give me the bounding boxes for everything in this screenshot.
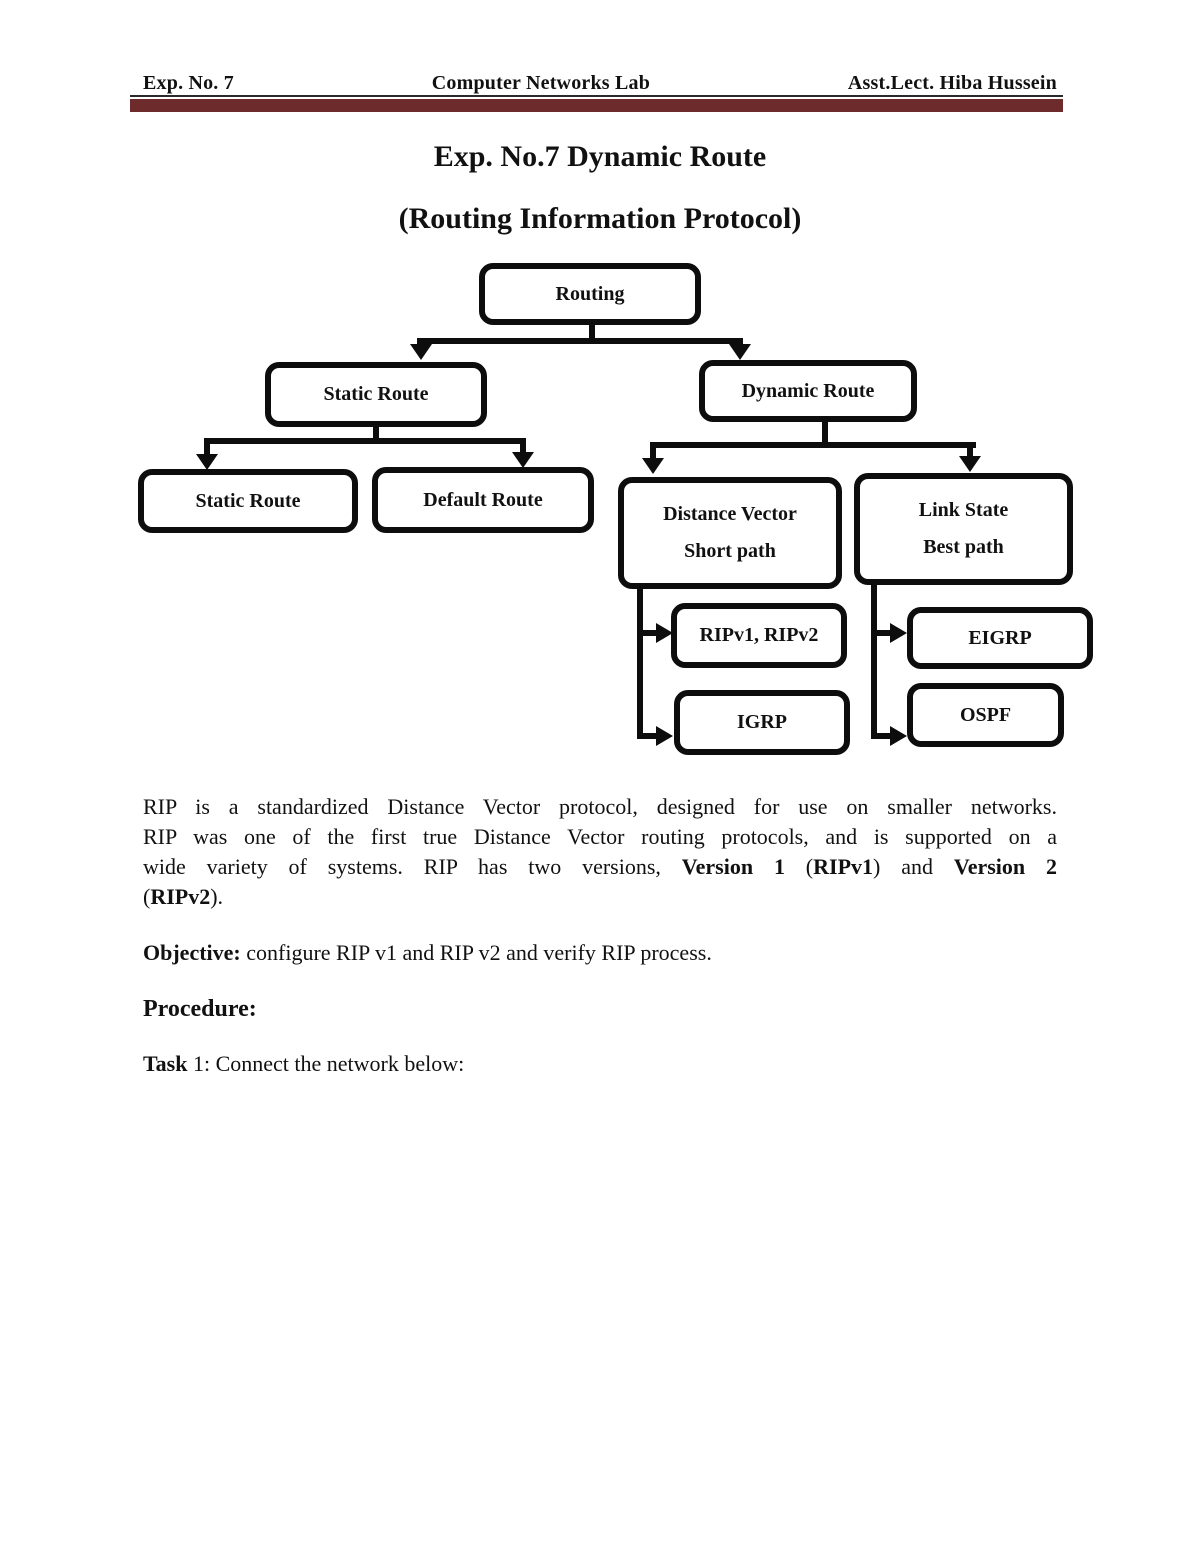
node-igrp: IGRP <box>674 690 850 755</box>
text-segment: ). <box>210 884 224 909</box>
connector-line <box>650 442 976 448</box>
arrow-down-icon <box>642 458 664 474</box>
text-segment-bold: RIPv1 <box>813 854 874 879</box>
header-rule-thick <box>130 99 1063 112</box>
page-subtitle: (Routing Information Protocol) <box>398 202 802 235</box>
connector-line <box>822 420 828 445</box>
text-segment: ( <box>784 854 814 879</box>
node-eigrp: EIGRP <box>907 607 1093 669</box>
connector-line <box>204 438 526 444</box>
header-rule-thin <box>130 95 1063 97</box>
node-distance-vector: Distance Vector Short path <box>618 477 842 589</box>
connector-line <box>204 438 210 456</box>
connector-line <box>373 425 379 443</box>
task-label: Task <box>143 1051 188 1076</box>
header-course-title: Computer Networks Lab <box>431 72 651 94</box>
node-label: Static Route <box>323 383 429 405</box>
objective-label: Objective: <box>143 940 241 965</box>
connector-line <box>417 338 743 344</box>
node-ospf: OSPF <box>907 683 1064 747</box>
node-label: RIPv1, RIPv2 <box>699 624 819 646</box>
connector-line <box>637 733 659 739</box>
connector-line <box>637 586 643 739</box>
node-sublabel: Short path <box>684 540 776 562</box>
node-label: Distance Vector <box>663 503 797 525</box>
intro-paragraph: RIP is a standardized Distance Vector pr… <box>143 792 1057 912</box>
paragraph-line: wide variety of systems. RIP has two ver… <box>143 852 1057 882</box>
arrow-down-icon <box>729 344 751 360</box>
text-segment: ( <box>143 884 151 909</box>
task-line: Task 1: Connect the network below: <box>143 1051 1057 1077</box>
node-label: IGRP <box>737 711 787 733</box>
node-static-route: Static Route <box>265 362 487 427</box>
node-link-state: Link State Best path <box>854 473 1073 585</box>
connector-line <box>871 630 893 636</box>
node-label: OSPF <box>959 703 1012 726</box>
node-label: Dynamic Route <box>741 379 875 402</box>
connector-line <box>967 442 973 458</box>
connector-line <box>589 321 595 341</box>
page-title: Exp. No.7 Dynamic Route <box>433 140 767 173</box>
text-segment: ) and <box>873 854 954 879</box>
node-ripv1-ripv2: RIPv1, RIPv2 <box>671 603 847 668</box>
paragraph-line: RIP was one of the first true Distance V… <box>143 824 1057 849</box>
node-label: Link State <box>918 499 1009 521</box>
objective-line: Objective: configure RIP v1 and RIP v2 a… <box>143 940 1057 966</box>
arrow-down-icon <box>410 344 432 360</box>
arrow-down-icon <box>512 452 534 468</box>
objective-text: configure RIP v1 and RIP v2 and verify R… <box>240 940 712 965</box>
connector-line <box>871 733 893 739</box>
text-segment: wide variety of systems. RIP has two ver… <box>143 854 682 879</box>
arrow-down-icon <box>196 454 218 470</box>
node-dynamic-route: Dynamic Route <box>699 360 917 422</box>
node-static-route-child: Static Route <box>138 469 358 533</box>
connector-line <box>650 442 656 460</box>
node-routing: Routing <box>479 263 701 325</box>
header-exp-no: Exp. No. 7 <box>143 72 234 94</box>
arrow-right-icon <box>890 623 907 643</box>
text-segment-bold: Version 2 <box>953 854 1058 879</box>
connector-line <box>871 583 877 739</box>
arrow-right-icon <box>656 623 673 643</box>
arrow-down-icon <box>959 456 981 472</box>
node-label: Static Route <box>195 489 301 512</box>
node-label: EIGRP <box>968 626 1032 649</box>
header-lecturer: Asst.Lect. Hiba Hussein <box>847 72 1057 94</box>
connector-line <box>520 438 526 456</box>
connector-line <box>637 630 659 636</box>
arrow-right-icon <box>656 726 673 746</box>
task-text: 1: Connect the network below: <box>187 1051 465 1076</box>
text-segment-bold: Version 1 <box>681 854 785 879</box>
node-default-route: Default Route <box>372 467 594 533</box>
page-header: Exp. No. 7 Computer Networks Lab Asst.Le… <box>143 72 1057 95</box>
procedure-heading: Procedure: <box>143 996 257 1022</box>
node-label: Default Route <box>423 488 543 511</box>
node-sublabel: Best path <box>923 536 1004 558</box>
node-label: Routing <box>555 282 625 305</box>
paragraph-line: RIP is a standardized Distance Vector pr… <box>143 794 1057 819</box>
text-segment-bold: RIPv2 <box>150 884 211 909</box>
arrow-right-icon <box>890 726 907 746</box>
paragraph-line: (RIPv2). <box>143 882 1057 912</box>
